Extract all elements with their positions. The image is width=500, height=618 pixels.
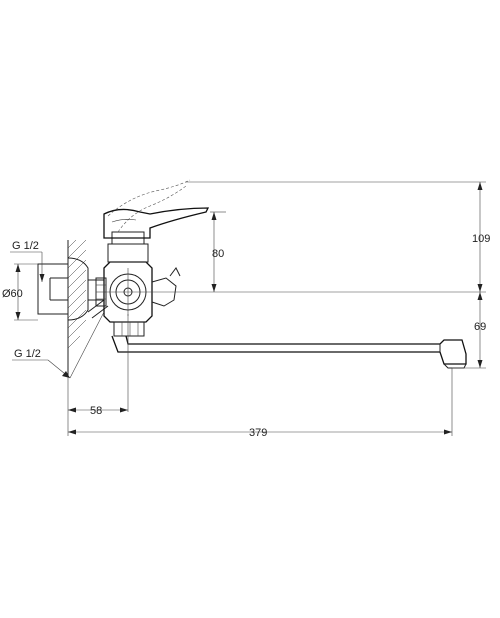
dim-379-label: 379 bbox=[249, 427, 267, 439]
dim-69: 69 bbox=[474, 292, 486, 368]
lever-handle bbox=[103, 179, 210, 239]
thread-lower-label: G 1/2 bbox=[14, 348, 41, 360]
wall-flange bbox=[37, 257, 89, 321]
extension-lines bbox=[14, 181, 486, 436]
dim-109-label: 109 bbox=[472, 233, 490, 245]
thread-upper-label: G 1/2 bbox=[12, 240, 39, 252]
dim-80: 80 bbox=[211, 212, 224, 292]
thread-callout-lower: G 1/2 bbox=[12, 311, 105, 379]
dim-diameter-60: Ø60 bbox=[2, 264, 23, 320]
dim-379: 379 bbox=[68, 427, 452, 439]
dim-diameter-60-label: Ø60 bbox=[2, 288, 23, 300]
wall bbox=[67, 239, 87, 375]
dim-58: 58 bbox=[68, 405, 128, 417]
thread-callout-upper: G 1/2 bbox=[10, 240, 45, 282]
dim-80-label: 80 bbox=[212, 248, 224, 260]
valve-body bbox=[95, 231, 181, 337]
spout bbox=[111, 335, 467, 369]
dim-109: 109 bbox=[472, 182, 490, 292]
dim-69-label: 69 bbox=[474, 321, 486, 333]
dim-58-label: 58 bbox=[90, 405, 102, 417]
